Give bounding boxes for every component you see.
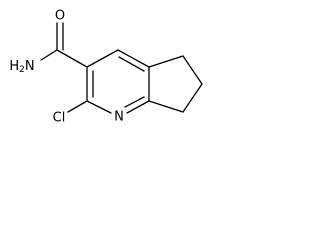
- bond-c7-c7a: [148, 100, 184, 113]
- bond-c4-c4a-inner: [118, 56, 145, 72]
- bond-c7a-n1-inner: [124, 96, 145, 108]
- bond-n1-c2: [86, 100, 112, 114]
- bond-carbonyl-nitrogen: [40, 49, 58, 61]
- bond-c2-chlorine: [67, 100, 88, 113]
- bond-c7a-n1: [126, 100, 150, 114]
- bond-c4a-c5: [148, 55, 184, 68]
- atom-label-carbonyl-oxygen: O: [55, 9, 65, 24]
- bond-c3-c4: [86, 49, 119, 68]
- bond-c3-carbonyl: [56, 49, 88, 68]
- molecule-canvas: O H2N Cl N: [0, 0, 227, 138]
- bond-c5-c6: [182, 55, 203, 85]
- atom-label-ring-nitrogen: N: [114, 110, 124, 125]
- atom-label-chlorine: Cl: [53, 111, 66, 126]
- bond-c4-c4a: [117, 49, 150, 68]
- bond-c6-c7: [182, 83, 203, 113]
- atom-label-amide-nitrogen: H2N: [9, 59, 34, 76]
- molecule-structure: O H2N Cl N: [9, 9, 203, 126]
